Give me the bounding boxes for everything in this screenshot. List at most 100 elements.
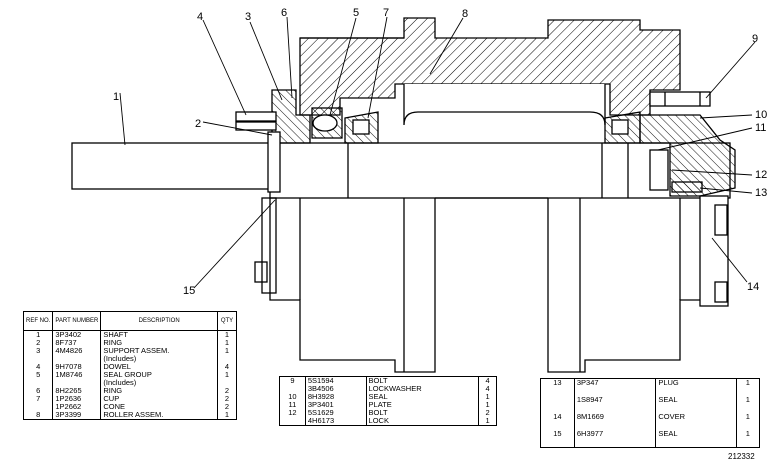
callout-15: 15: [183, 285, 195, 297]
description-cell: (Includes): [100, 355, 218, 363]
description-cell: RING: [100, 339, 218, 347]
callout-14: 14: [747, 281, 759, 293]
qty-cell: 1: [224, 330, 230, 339]
qty-cell: 1: [224, 370, 230, 379]
ref-cell: [23, 379, 54, 387]
description-cell: ROLLER ASSEM.: [100, 411, 218, 420]
callout-6: 6: [281, 7, 287, 19]
qty-cell: 4: [224, 362, 230, 371]
callout-9: 9: [752, 33, 758, 45]
description-cell: (Includes): [100, 379, 218, 387]
qty-cell: 1: [745, 378, 750, 387]
ref-cell: 10: [279, 393, 306, 401]
part-number-cell: 8M1669: [574, 413, 657, 430]
ref-cell: 5: [23, 371, 54, 379]
ref-cell: [23, 355, 54, 363]
qty-cell: 4: [485, 384, 490, 393]
ref-cell: 8: [23, 411, 54, 420]
table-row: (Includes): [23, 355, 237, 363]
roller-lower-outline: [254, 195, 729, 373]
qty-cell: 1: [485, 392, 490, 401]
qty-cell: 2: [485, 408, 490, 417]
leader-lines: [119, 16, 756, 289]
part-number-cell: 3P3402: [52, 330, 102, 339]
part-number-cell: 3P3401: [305, 401, 367, 409]
bolt-9: [649, 91, 711, 107]
ref-cell: [279, 417, 306, 426]
part-number-cell: [52, 355, 102, 363]
part-number-cell: 1S8947: [574, 396, 657, 413]
part-number-cell: [52, 379, 102, 387]
qty-cell: 2: [224, 386, 230, 395]
ref-cell: 1: [23, 330, 54, 339]
qty-cell: 4: [485, 376, 490, 385]
ref-cell: 13: [540, 378, 575, 397]
bearing-right: [604, 111, 641, 144]
description-cell: SUPPORT ASSEM.: [100, 347, 218, 355]
part-number-cell: 1P2662: [52, 403, 102, 411]
drawing-number: 212332: [728, 452, 755, 461]
ref-cell: 9: [279, 376, 306, 385]
ref-cell: 6: [23, 387, 54, 395]
callout-8: 8: [462, 8, 468, 20]
description-cell: BOLT: [366, 409, 480, 417]
parts-list-header: REF NO. PART NUMBER DESCRIPTION QTY: [23, 311, 237, 331]
description-cell: SEAL: [655, 396, 737, 413]
description-cell: LOCK: [366, 417, 480, 426]
part-number-cell: 8F737: [52, 339, 102, 347]
part-number-cell: 1P2636: [52, 395, 102, 403]
description-cell: DOWEL: [100, 363, 218, 371]
ref-cell: 11: [279, 401, 306, 409]
part-number-cell: 8H2265: [52, 387, 102, 395]
part-number-cell: 4M4826: [52, 347, 102, 355]
part-number-cell: 4H6173: [305, 417, 367, 426]
callout-3: 3: [245, 11, 251, 23]
table-row: (Includes): [23, 379, 237, 387]
part-number-cell: 9H7078: [52, 363, 102, 371]
ref-cell: 2: [23, 339, 54, 347]
callout-1: 1: [113, 91, 119, 103]
part-number-cell: 3B4506: [305, 385, 367, 393]
bearing-left: [344, 111, 379, 144]
callout-2: 2: [195, 118, 201, 130]
ref-cell: 7: [23, 395, 54, 403]
ref-cell: [540, 396, 575, 413]
part-number-cell: 5S1594: [305, 376, 367, 385]
header-description: DESCRIPTION: [100, 311, 218, 331]
callout-11: 11: [755, 122, 766, 134]
qty-cell: 1: [224, 410, 230, 419]
callout-4: 4: [197, 11, 203, 23]
header-qty: QTY: [217, 311, 237, 331]
plug-13: [671, 181, 703, 193]
part-number-cell: 3P3399: [52, 411, 102, 420]
description-cell: CONE: [100, 403, 218, 411]
support-assembly: [235, 89, 311, 193]
qty-cell: 1: [485, 400, 490, 409]
description-cell: CUP: [100, 395, 218, 403]
callout-13: 13: [755, 187, 767, 199]
qty-cell: 1: [485, 416, 490, 425]
description-cell: SEAL: [655, 429, 737, 448]
qty-cell: 1: [745, 428, 750, 438]
description-cell: SEAL: [366, 393, 480, 401]
qty-cell: 1: [224, 338, 230, 347]
ref-cell: [279, 385, 306, 393]
